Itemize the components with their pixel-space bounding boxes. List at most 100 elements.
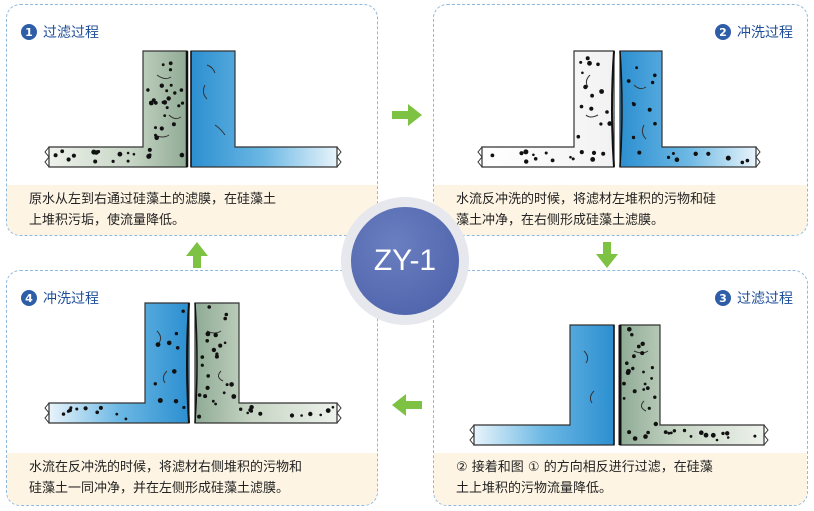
dirt-particle [60, 149, 65, 154]
dirt-particle [200, 355, 205, 359]
dirt-particle [98, 405, 103, 410]
caption-line: 藻土冲净，在右侧形成硅藻土滤膜。 [456, 213, 665, 228]
dirt-particle [95, 410, 99, 415]
dirt-particle [653, 395, 657, 399]
dirt-particle [249, 409, 254, 413]
dirt-particle [151, 98, 156, 103]
dirt-particle [631, 135, 636, 140]
dirt-particle [490, 153, 495, 158]
dirt-particle [640, 341, 645, 346]
panel-caption: 原水从左到右通过硅藻土的滤膜，在硅藻土 上堆积污垢，使流量降低。 [7, 185, 377, 235]
dirt-particle [632, 436, 638, 441]
dirt-particle [246, 411, 249, 415]
dirt-particle [155, 342, 161, 347]
dirt-particle [231, 394, 237, 399]
dirt-particle [159, 126, 164, 131]
step-number-badge: 1 [21, 24, 37, 40]
dirt-particle [721, 431, 725, 436]
dirt-particle [218, 343, 223, 348]
caption-line: 土上堆积的污物流量降低。 [456, 481, 613, 496]
dirt-particle [258, 411, 263, 416]
dirt-particle [579, 150, 584, 155]
dirt-particle [69, 406, 73, 410]
dirt-particle [626, 368, 631, 374]
dirt-particle [550, 158, 555, 163]
dirt-particle [161, 100, 165, 104]
panel-title-text: 冲洗过程 [43, 291, 99, 307]
dirt-particle [569, 155, 572, 159]
dirt-particle [524, 159, 529, 164]
dirt-particle [179, 88, 184, 92]
dirt-particle [627, 430, 632, 435]
dirt-particle [585, 56, 590, 61]
dirt-particle [211, 399, 215, 403]
dirt-particle [745, 158, 750, 163]
dirt-particle [672, 429, 677, 433]
dirt-particle [207, 305, 211, 309]
backwash-diagram-4 [44, 302, 342, 424]
dirt-particle [753, 434, 757, 438]
dirt-particle [213, 332, 218, 338]
dirt-particle [587, 60, 592, 66]
dirt-particle [630, 333, 634, 337]
arrow-left-icon [392, 394, 422, 416]
dirt-particle [166, 96, 171, 101]
center-badge-label: ZY-1 [351, 207, 459, 315]
dirt-particle [111, 159, 115, 163]
dirt-particle [200, 363, 204, 367]
dirt-particle [117, 151, 123, 157]
dirt-particle [169, 83, 173, 87]
dirt-particle [532, 153, 535, 157]
caption-line: 硅藻土一同冲净，并在左侧形成硅藻土滤膜。 [29, 481, 290, 496]
dirt-particle [75, 407, 79, 411]
dirt-particle [93, 159, 98, 164]
dirt-particle [653, 421, 658, 427]
dirt-particle [622, 381, 626, 386]
caption-line: 上堆积污垢，使流量降低。 [29, 213, 186, 228]
dirt-particle [653, 73, 657, 78]
arrow-right-icon [392, 104, 422, 126]
dirt-particle [599, 122, 603, 126]
dirt-particle [222, 391, 226, 395]
dirt-particle [229, 382, 234, 387]
arrow-down-icon [596, 242, 618, 268]
dirt-particle [626, 79, 631, 83]
dirt-particle [601, 151, 606, 156]
dirt-particle [710, 432, 716, 438]
dirt-particle [205, 385, 210, 390]
dirt-particle [627, 327, 632, 332]
dirt-particle [203, 394, 208, 399]
dirt-particle [579, 60, 583, 64]
dirt-particle [726, 436, 730, 439]
dirt-particle [171, 122, 176, 127]
dirt-particle [179, 152, 185, 158]
dirt-particle [159, 83, 164, 88]
dirt-particle [83, 406, 88, 411]
dirt-particle [172, 369, 177, 374]
filtration-diagram-3 [469, 324, 769, 446]
dirt-particle [622, 397, 626, 400]
dirt-particle [165, 89, 169, 93]
dirt-particle [666, 155, 671, 159]
dirt-particle [325, 408, 331, 413]
dirt-particle [205, 339, 209, 343]
dirt-particle [674, 157, 680, 162]
filtration-diagram-1 [44, 50, 342, 168]
dirt-particle [725, 431, 730, 436]
dirt-particle [308, 411, 313, 417]
dirt-particle [669, 431, 673, 435]
dirt-particle [66, 157, 71, 162]
dirt-particle [607, 121, 612, 126]
dirt-particle [214, 354, 219, 359]
dirt-particle [168, 61, 173, 66]
dirt-particle [632, 389, 637, 394]
dirt-particle [197, 393, 202, 397]
dirt-particle [153, 382, 157, 386]
dirt-particle [706, 151, 711, 156]
dirt-particle [643, 434, 648, 439]
dirt-particle [174, 331, 179, 336]
dirt-particle [645, 386, 650, 390]
dirt-particle [725, 155, 731, 161]
